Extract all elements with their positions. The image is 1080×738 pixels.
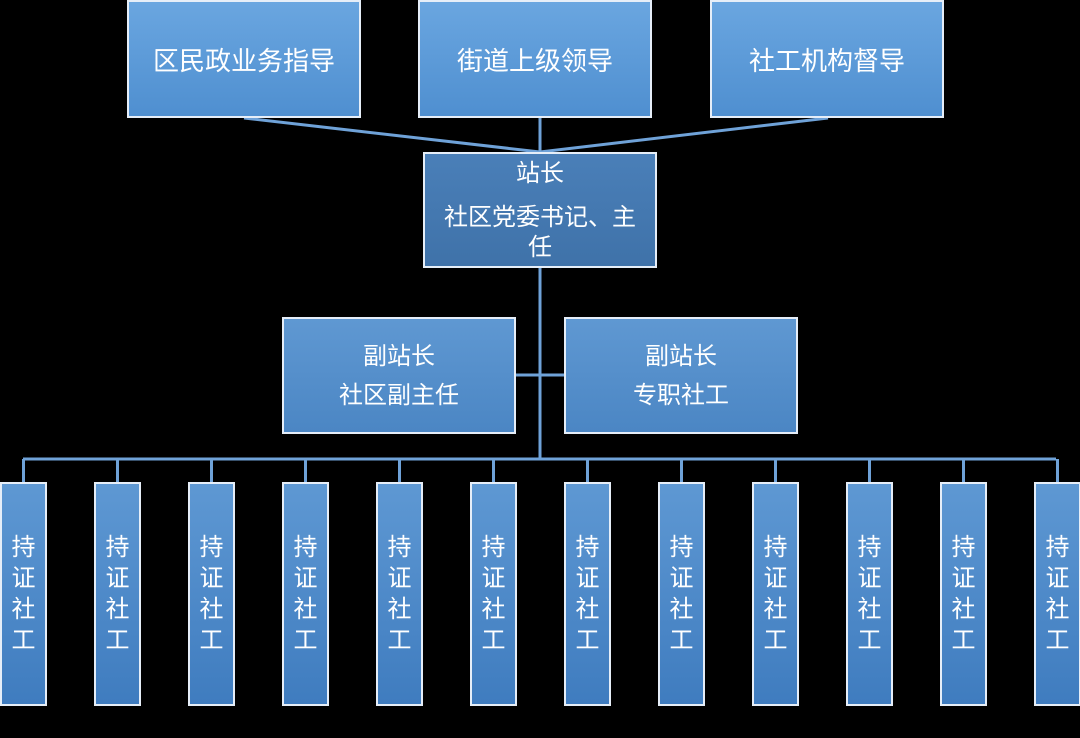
worker-label: 持证社工 [105,533,130,654]
worker-label: 持证社工 [481,533,506,654]
worker-node: 持证社工 [846,482,893,706]
worker-node: 持证社工 [188,482,235,706]
top-node-label: 街道上级领导 [456,46,613,77]
deputy-subtitle: 社区副主任 [339,380,459,409]
top-node-label: 区民政业务指导 [152,46,335,77]
worker-label: 持证社工 [763,533,788,654]
chief-node: 站长 社区党委书记、主任 [423,152,657,268]
worker-node: 持证社工 [940,482,987,706]
worker-label: 持证社工 [857,533,882,654]
worker-node: 持证社工 [94,482,141,706]
worker-node: 持证社工 [282,482,329,706]
deputy-node-vice-director: 副站长 社区副主任 [282,317,516,434]
top-node-label: 社工机构督导 [748,46,905,77]
top-node-street-leadership: 街道上级领导 [418,0,652,118]
worker-node: 持证社工 [752,482,799,706]
worker-label: 持证社工 [293,533,318,654]
deputy-title: 副站长 [363,342,435,371]
worker-label: 持证社工 [387,533,412,654]
worker-node: 持证社工 [0,482,47,706]
deputy-node-social-worker: 副站长 专职社工 [564,317,798,434]
chief-subtitle: 社区党委书记、主任 [444,203,636,261]
worker-node: 持证社工 [1034,482,1080,706]
deputy-subtitle: 专职社工 [633,380,729,409]
worker-label: 持证社工 [669,533,694,654]
chief-title: 站长 [516,159,564,187]
worker-node: 持证社工 [470,482,517,706]
deputy-title: 副站长 [645,342,717,371]
worker-label: 持证社工 [11,533,36,654]
worker-label: 持证社工 [199,533,224,654]
worker-label: 持证社工 [951,533,976,654]
worker-node: 持证社工 [658,482,705,706]
worker-label: 持证社工 [575,533,600,654]
top-node-civil-affairs: 区民政业务指导 [127,0,361,118]
top-node-social-work-supervision: 社工机构督导 [710,0,944,118]
worker-node: 持证社工 [376,482,423,706]
worker-label: 持证社工 [1045,533,1070,654]
connector-top-right [539,116,829,154]
worker-node: 持证社工 [564,482,611,706]
connector-top-left [243,116,541,154]
